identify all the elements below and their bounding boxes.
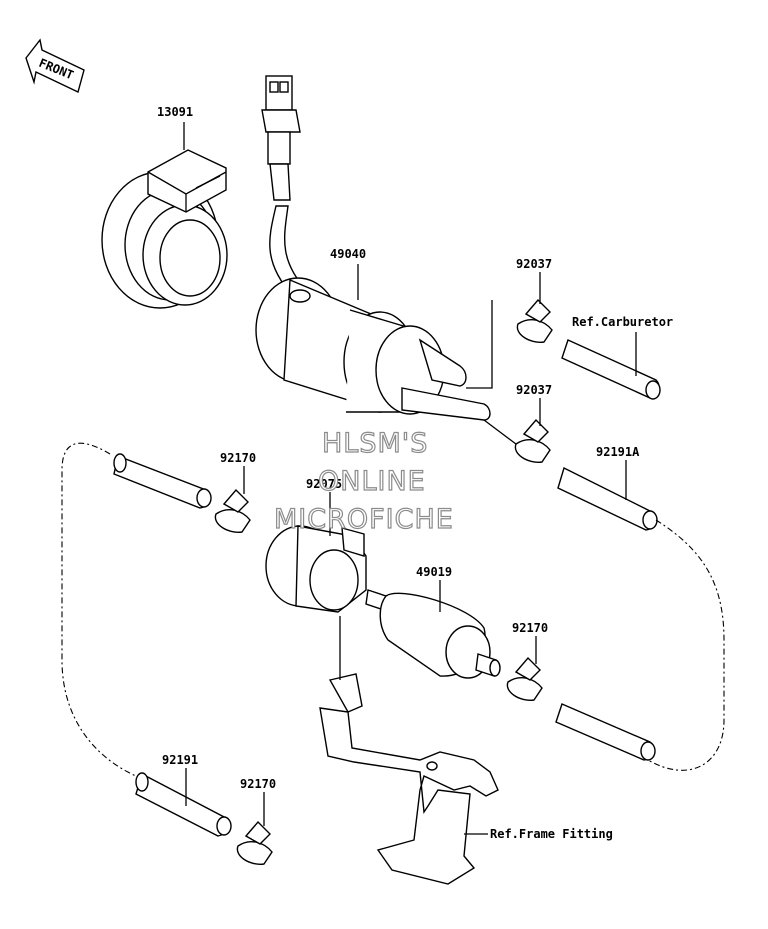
label-92191: 92191 bbox=[162, 753, 198, 767]
front-arrow-icon: FRONT bbox=[25, 38, 85, 93]
part-92191A-hose bbox=[557, 467, 658, 531]
hose-lower-right bbox=[555, 703, 656, 761]
label-92037-lower: 92037 bbox=[516, 383, 552, 397]
part-92170-clamp-c bbox=[236, 820, 273, 865]
label-49040: 49040 bbox=[330, 247, 366, 261]
label-92037-upper: 92037 bbox=[516, 257, 552, 271]
part-49040-fuel-pump bbox=[255, 277, 491, 421]
watermark-line-3: MICROFICHE bbox=[274, 504, 454, 535]
part-13091-bracket bbox=[101, 149, 228, 309]
part-92191-hose bbox=[135, 772, 232, 837]
label-49019: 49019 bbox=[416, 565, 452, 579]
watermark: HLSM'S ONLINE MICROFICHE bbox=[273, 427, 454, 535]
part-92170-clamp-b bbox=[506, 656, 543, 701]
part-92170-clamp-a bbox=[214, 488, 251, 533]
label-ref-frame-fitting: Ref.Frame Fitting bbox=[490, 827, 613, 841]
watermark-line-1: HLSM'S bbox=[322, 428, 428, 459]
part-92037-clamp-lower bbox=[514, 418, 551, 463]
pump-wire-connector bbox=[261, 75, 310, 301]
connector-line-upper bbox=[466, 300, 493, 389]
part-49019-fuel-filter bbox=[365, 589, 501, 679]
ref-frame-fitting-bracket bbox=[319, 616, 499, 885]
label-92075: 92075 bbox=[306, 477, 342, 491]
hose-routing-left bbox=[61, 442, 137, 777]
hose-routing-right bbox=[647, 519, 725, 771]
label-ref-carburetor: Ref.Carburetor bbox=[572, 315, 673, 329]
label-92170-a: 92170 bbox=[220, 451, 256, 465]
connector-line-lower bbox=[483, 419, 517, 445]
watermark-line-2: ONLINE bbox=[318, 466, 426, 497]
label-92170-c: 92170 bbox=[240, 777, 276, 791]
label-13091: 13091 bbox=[157, 105, 193, 119]
ref-carburetor-hose bbox=[561, 339, 661, 400]
hose-upper-left bbox=[113, 453, 212, 509]
part-92075-damper bbox=[265, 525, 367, 613]
label-92170-b: 92170 bbox=[512, 621, 548, 635]
label-92191A: 92191A bbox=[596, 445, 640, 459]
part-92037-clamp-upper bbox=[516, 298, 553, 343]
